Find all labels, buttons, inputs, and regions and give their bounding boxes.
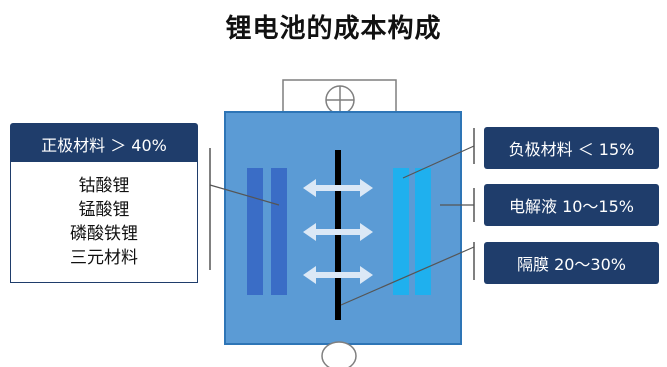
list-item: 锰酸锂 [78,200,130,220]
double-arrow-icon [303,179,373,197]
separator-leader-line [340,246,475,306]
page-title: 锂电池的成本构成 [225,14,442,44]
double-arrow-icon [303,266,373,284]
anode-plate-2 [415,168,431,295]
anode-plate-1 [393,168,409,295]
electrolyte-label: 电解液 10～15% [484,184,659,226]
positive-material-list: 钴酸锂 锰酸锂 磷酸铁锂 三元材料 [10,162,198,283]
cathode-plate-1 [247,168,263,295]
terminal-icon [321,341,357,367]
negative-material-label: 负极材料 ＜ 15% [484,127,659,169]
ion-arrows [303,179,373,284]
list-item: 三元材料 [70,248,138,268]
list-item: 磷酸铁锂 [70,224,138,244]
separator-label: 隔膜 20～30% [484,242,659,284]
cathode-plate-2 [271,168,287,295]
list-item: 钴酸锂 [78,176,130,196]
positive-material-label: 正极材料 ＞ 40% [10,123,198,165]
cathode-leader-line [209,184,280,206]
double-arrow-icon [303,223,373,241]
anode-leader-line [402,145,475,179]
